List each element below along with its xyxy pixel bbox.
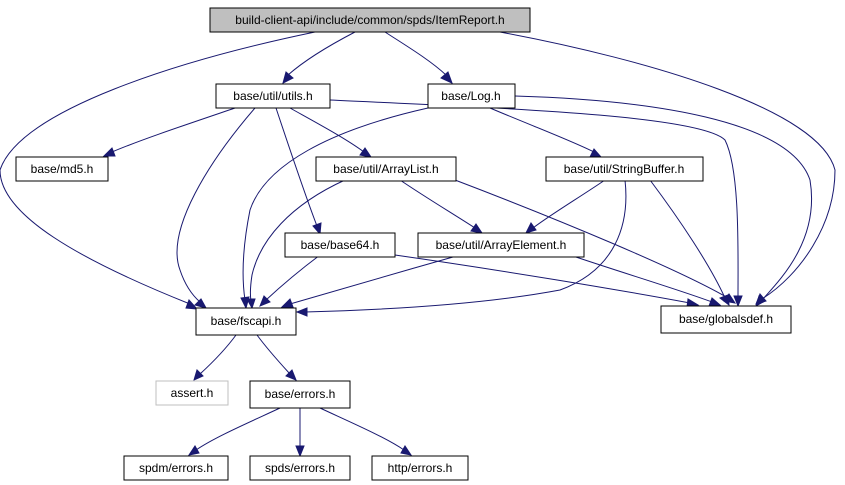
node-stringbuffer-label: base/util/StringBuffer.h [564,162,685,176]
edge-arrow-errors-to-http-errors [400,445,413,456]
edge-log-to-stringbuffer [489,107,595,153]
edge-utils-to-fscapi [176,107,256,303]
edge-utils-to-globalsdef [329,99,739,299]
edge-log-to-globalsdef [514,95,812,301]
edge-item-report-to-globalsdef [499,31,836,300]
edge-arrow-log-to-globalsdef [755,295,766,308]
edge-arrow-item-report-to-utils [282,71,294,84]
node-utils-label: base/util/utils.h [233,89,312,103]
edge-arrow-arraylist-to-fscapi [246,298,256,310]
node-base64-label: base/base64.h [301,238,380,252]
edge-arraylist-to-fscapi [249,179,346,302]
node-md5[interactable]: base/md5.h [15,156,109,182]
node-errors[interactable]: base/errors.h [249,380,351,409]
edge-arrow-base64-to-fscapi [259,295,271,307]
edge-arrow-fscapi-to-assert [193,369,204,381]
edge-arrow-errors-to-spdm-errors [187,445,200,456]
node-base64[interactable]: base/base64.h [284,232,396,258]
edge-utils-to-md5 [111,107,236,153]
edge-item-report-to-log [384,31,447,76]
edge-base64-to-fscapi [265,254,321,301]
node-spds-errors[interactable]: spds/errors.h [249,455,351,481]
edge-stringbuffer-to-fscapi [304,179,627,313]
edge-arrow-utils-to-base64 [312,222,322,236]
node-utils[interactable]: base/util/utils.h [215,83,331,109]
node-item-report[interactable]: build-client-api/include/common/spds/Ite… [209,7,531,33]
edge-utils-to-arraylist [289,107,365,153]
edge-arrow-log-to-stringbuffer [589,148,603,158]
edge-arraylist-to-globalsdef [454,179,729,299]
node-arraylist[interactable]: base/util/ArrayList.h [315,156,457,182]
node-arraylist-label: base/util/ArrayList.h [333,162,438,176]
node-item-report-label: build-client-api/include/common/spds/Ite… [235,13,504,27]
node-spdm-errors[interactable]: spdm/errors.h [123,455,229,481]
node-arrayelement[interactable]: base/util/ArrayElement.h [417,232,585,258]
edge-arrow-arraylist-to-arrayelement [470,223,484,234]
edge-fscapi-to-errors [256,334,291,375]
node-log[interactable]: base/Log.h [427,83,516,109]
node-spds-errors-label: spds/errors.h [265,461,335,475]
node-globalsdef-label: base/globalsdef.h [679,312,773,326]
edge-arrow-arrayelement-to-fscapi [280,298,294,308]
edge-log-to-fscapi [242,107,429,301]
node-arrayelement-label: base/util/ArrayElement.h [436,238,567,252]
edge-stringbuffer-to-arrayelement [532,179,606,229]
edge-item-report-to-fscapi [0,31,316,305]
edge-arrow-stringbuffer-to-fscapi [295,307,308,317]
node-assert-label: assert.h [171,386,214,400]
edge-arrow-utils-to-arraylist [359,147,373,158]
node-fscapi[interactable]: base/fscapi.h [195,307,297,336]
edge-arrow-item-report-to-fscapi [185,299,199,310]
edge-utils-to-base64 [275,107,318,227]
edge-errors-to-spdm-errors [195,407,281,451]
edge-arrow-utils-to-fscapi [194,298,208,309]
node-assert: assert.h [155,380,229,406]
node-stringbuffer[interactable]: base/util/StringBuffer.h [545,156,704,182]
edge-errors-to-http-errors [319,407,405,451]
edge-arrow-fscapi-to-errors [285,369,297,381]
edge-arrow-stringbuffer-to-arrayelement [525,222,537,234]
edge-base64-to-globalsdef [394,254,691,304]
edge-arrow-utils-to-globalsdef [733,295,743,308]
node-globalsdef[interactable]: base/globalsdef.h [660,305,792,334]
node-errors-label: base/errors.h [265,387,336,401]
node-http-errors[interactable]: http/errors.h [371,455,469,481]
node-log-label: base/Log.h [441,89,500,103]
edge-arrow-item-report-to-log [440,71,453,84]
nodes-layer: build-client-api/include/common/spds/Ite… [15,7,792,481]
edge-arrayelement-to-globalsdef [569,254,713,303]
edge-stringbuffer-to-globalsdef [649,179,726,299]
edge-arraylist-to-arrayelement [399,179,476,229]
edge-item-report-to-utils [287,31,356,76]
node-md5-label: base/md5.h [31,162,94,176]
edge-arrow-utils-to-md5 [102,147,116,157]
node-http-errors-label: http/errors.h [388,461,453,475]
edge-arrow-stringbuffer-to-globalsdef [718,294,730,307]
node-fscapi-label: base/fscapi.h [211,314,282,328]
node-spdm-errors-label: spdm/errors.h [139,461,213,475]
edge-arrayelement-to-fscapi [289,254,461,305]
edge-arrow-errors-to-spds-errors [295,445,305,458]
edge-arrow-arrayelement-to-globalsdef [708,297,722,307]
edge-fscapi-to-assert [199,334,237,375]
